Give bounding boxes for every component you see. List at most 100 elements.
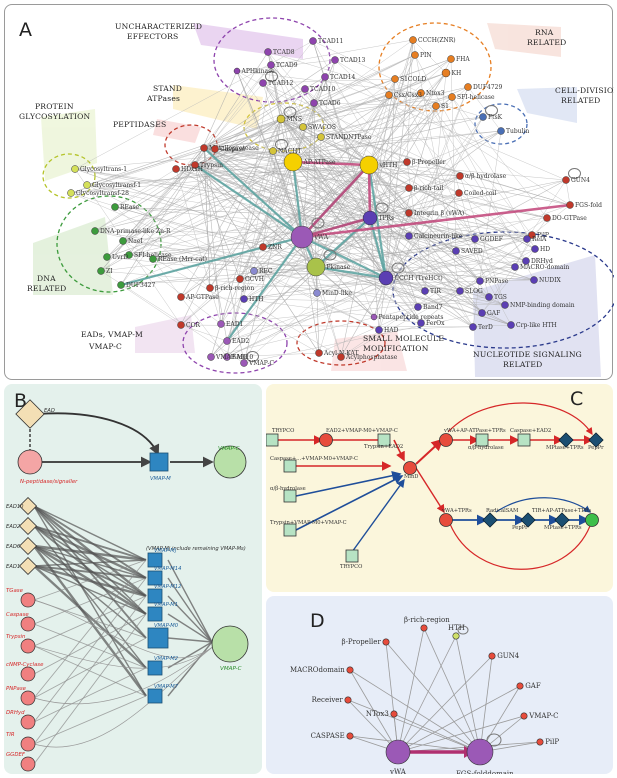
b-vmap-label-vmap-m12: VMAP-M12 [154,584,181,590]
c-node-trypco-0 [266,433,279,447]
d-node-gun4 [488,652,496,660]
b-vmapc-label: VMAP-C [218,446,240,452]
b-red-node-ggdef [20,756,36,772]
a-node-ccch-trehct [378,270,394,286]
a-node-gun4 [562,176,570,184]
a-node-nmp-binding-domain [501,301,509,309]
d-node-vmap-c [520,712,528,720]
a-node-label-swacos: SWACOS [308,124,336,131]
b-red-label-caspase: Caspase [6,612,29,618]
a-node-label-calcineurin-like: Calcineurin-like [414,233,463,240]
b-ead-label-ead1: EAD1 [6,564,20,570]
a-node-label-pentapeptide-repeats: Pentapeptide repeats [379,314,444,321]
a-node-label-coiled-coil: Coiled-coil [464,190,496,197]
a-node-s1cold [391,75,399,83]
b-red-node-drhyd [20,714,36,730]
a-node-hydrolase [456,172,464,180]
a-node-glycosyltrans-1 [71,165,79,173]
c-node-peppr-10 [588,432,604,448]
a-node-label-ccch-trehct: CCCH (TreHCt) [395,275,443,282]
d-node-gaf [516,682,524,690]
b-lower-network: EAD10EAD2EAD6EAD1VMAP-MjVMAP-M14VMAP-M12… [6,496,249,772]
a-node-label-rich-tail: β-rich-tail [414,185,443,192]
a-node-label-pilp: PilP [537,232,549,239]
a-node-dna-primase-like-zn-r [91,227,99,235]
a-node-label-ead1: EAD1 [226,321,243,328]
b-note: (VMAP-Mj include remaining VMAP-Ms) [146,546,246,552]
a-node-label-saved: SAVED [461,248,483,255]
d-node-macrodomain [346,666,354,674]
a-node-label-mind-like: MinD-like [322,290,352,297]
a-node-ccch-znr [409,36,417,44]
a-node-label-tcad13: TCAD13 [340,57,366,64]
a-node-label-rease-mrr-cat: REase (Mrr-cat) [158,256,207,263]
a-node-znr [259,243,267,251]
a-node-label-integrin-vwa: Integrin β (vWA) [414,210,464,217]
a-node-label-drhyd: DRHyd [531,258,553,265]
a-node-label-znr: ZNR [268,244,282,251]
a-node-label-vmap-c: VMAP-C [248,360,275,367]
a-node-sfi-helicase [125,251,133,259]
b-vmapc-label-lower: VMAP-C [220,666,242,672]
group-label-celldiv-1: CELL-DIVISION [555,86,614,95]
a-node-label-do-gtpase: DO-GTPase [552,215,587,222]
c-node-ead2-vmap-m0-vmap-c-1 [319,433,333,447]
a-node-label-aphkinase: APHkinase [241,68,276,75]
b-red-label-pnpase: PNPase [6,686,27,692]
a-node-pnpase [476,277,484,285]
a-node-label-fha: FHA [456,56,470,63]
a-node-mind-like [313,289,321,297]
c-node-caspase-ead2-8 [517,433,531,447]
a-node-pentapeptide-repeats [370,313,378,321]
b-red-node-tir [20,736,36,752]
a-node-rec [250,267,258,275]
a-node-label-ead10: EAD10 [232,354,253,361]
a-node-label-csx-csx3: Csx/Csx3 [394,92,422,99]
group-label-dna-2: RELATED [27,284,66,293]
c-label-7: α/β-hydrolase [468,445,504,451]
a-node-label-pnpase: PNPase [485,278,509,285]
b-vmapm-label: VMAP-M [150,476,171,482]
a-node-label-crp-like-hth: Crp-like HTH [516,322,557,329]
c-label-3: Caspase+...+VMAP-M0+VMAP-C [270,456,358,462]
a-node-hth [240,295,248,303]
b-red-label-tir: TIR [6,732,15,738]
a-node-tcad6 [310,99,318,107]
group-label-effectors-1: UNCHARACTERIZED [115,22,202,31]
c-label-12: vWA+TPRs [441,508,472,514]
a-node-label-tcad10: TCAD10 [310,86,336,93]
b-vmapc-node-lower [211,625,249,663]
a-node-pkinase [306,257,326,277]
a-node-tcad10 [301,85,309,93]
d-node-hth [452,632,460,640]
a-node-label-tubulin: Tubulin [506,128,529,135]
a-node-kh [441,68,451,78]
a-node-acyl-n-kat [315,349,323,357]
b-red-label-trypsin: Trypsin [6,634,26,640]
a-node-nacht [269,147,277,155]
a-node-label-acylphosphatase: Acylphosphatase [345,354,398,361]
a-node-zi [97,267,105,275]
a-node-tir [421,287,429,295]
a-node-label-macro-domain: MACRO-domain [520,264,569,271]
a-node-tcad13 [331,56,339,64]
b-red-label-ggdef: GGDEF [6,752,26,758]
group-labels: UNCHARACTERIZED EFFECTORS RNA RELATED ST… [19,22,614,369]
a-node-label-nacht: NACHT [278,148,301,155]
c-node-hydrolase-7 [475,433,489,447]
a-node-swacos [299,123,307,131]
group-label-eads-2: VMAP-C [88,342,122,351]
a-node-ead2 [223,337,231,345]
a-node-label-vhth: vHTH [379,162,398,169]
b-red-node-pnpase [20,690,36,706]
a-node-standntpase [317,133,325,141]
a-node-fgs-fold [566,201,574,209]
c-label-17: TRYPCO [340,564,362,570]
a-node-label-band7: Band7 [423,304,443,311]
a-node-duf4729 [464,83,472,91]
a-node-terd [469,323,477,331]
b-vmap-node-vmap-m0 [147,627,169,649]
d-label-hth: HTH [448,624,465,632]
a-node-label-ccch-znr: CCCH(ZNR) [418,37,456,44]
